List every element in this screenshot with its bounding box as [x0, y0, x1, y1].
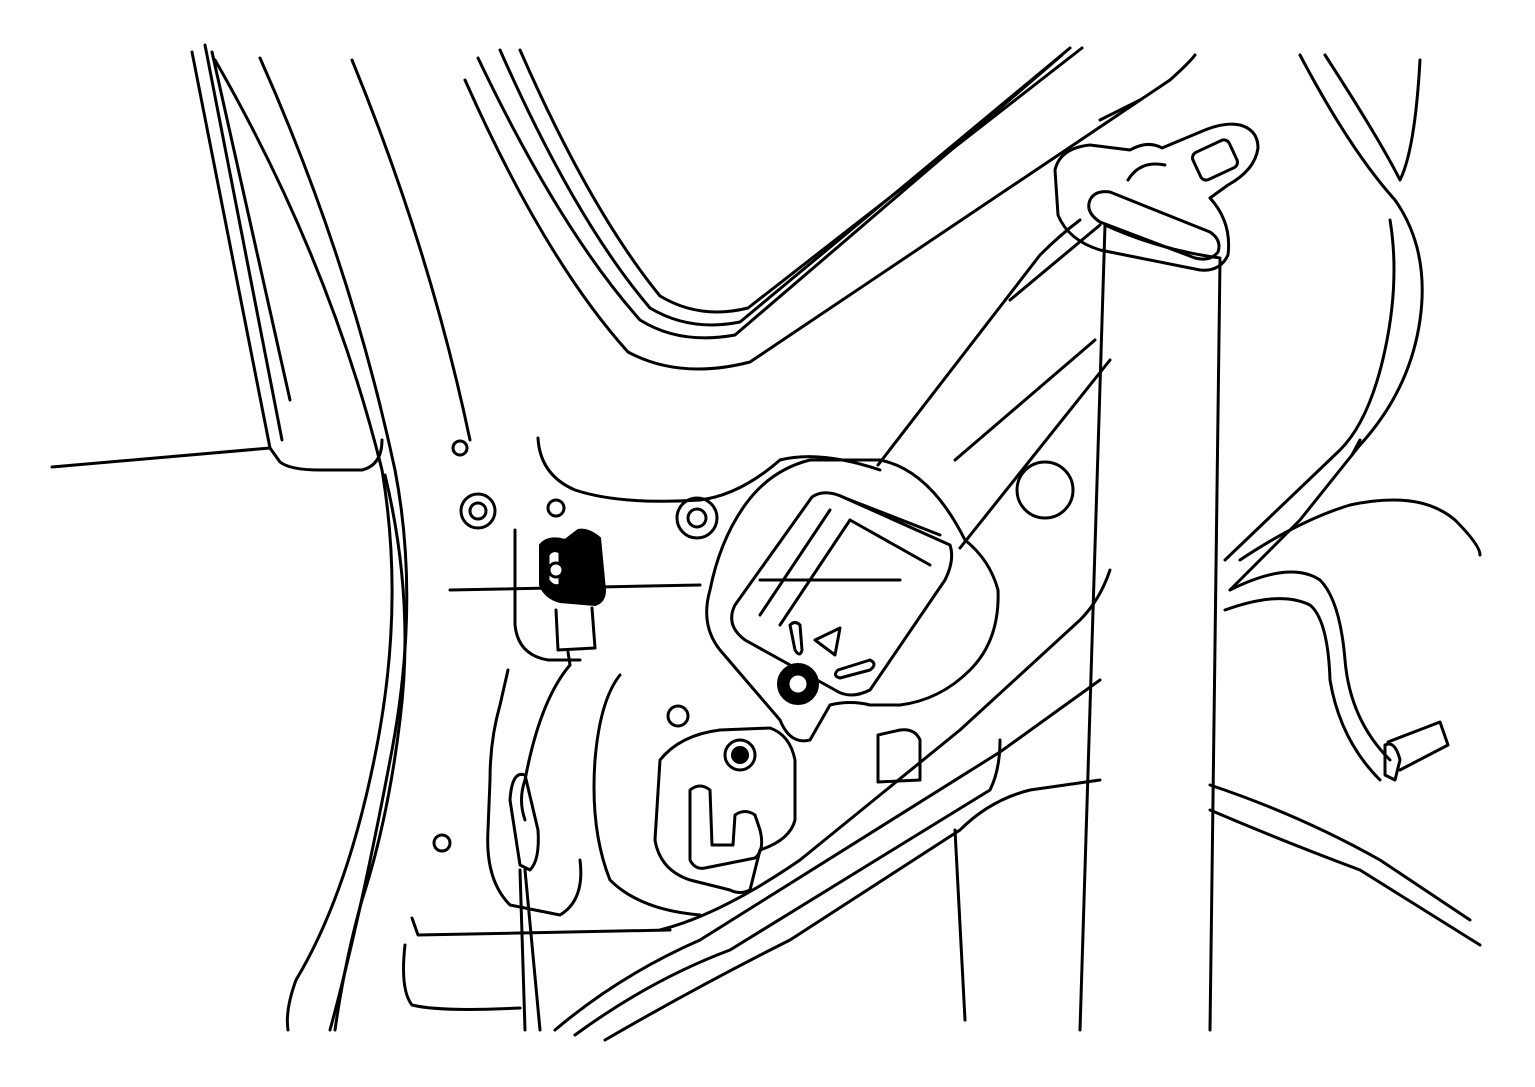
wire-harness-left — [486, 663, 702, 1032]
small-hole — [546, 498, 566, 518]
bolt-hole-left-outer — [459, 492, 497, 530]
belt-retractor — [705, 458, 1000, 784]
small-hole — [451, 439, 469, 457]
upper-belt-anchor — [1053, 122, 1260, 272]
bolt-hole-left-inner — [468, 501, 488, 521]
small-hole — [666, 704, 690, 728]
wire-harness-right — [1223, 53, 1482, 782]
side-impact-sensor — [539, 528, 607, 667]
panel-holes — [432, 439, 1075, 853]
retractor-bolt-inner — [786, 672, 810, 696]
anchor-bolt-inner — [731, 746, 749, 764]
large-hole — [1015, 460, 1075, 520]
bolt-hole-right-inner — [686, 507, 708, 529]
lower-sill-lines — [402, 568, 1482, 1042]
lower-anchor-bracket — [653, 726, 797, 894]
bolt-hole-right-outer — [675, 496, 719, 540]
anchor-bolt-outer — [723, 738, 757, 772]
window-opening-outline — [463, 46, 1197, 371]
pillar-outer-contour — [213, 56, 472, 1032]
small-hole — [432, 833, 452, 853]
left-panel-edge — [50, 43, 384, 472]
seat-belt-webbing — [876, 218, 1222, 1032]
